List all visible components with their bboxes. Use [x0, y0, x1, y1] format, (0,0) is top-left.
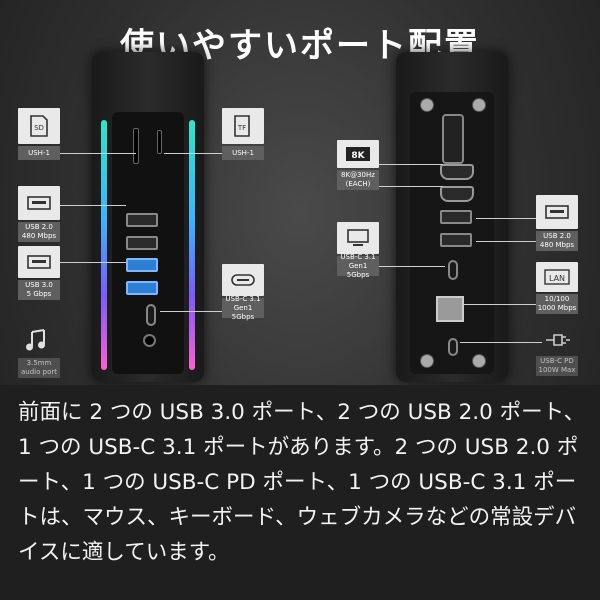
usb20-callout-line [60, 205, 126, 206]
tf-card-icon: TF [234, 115, 250, 137]
page-title: 使いやすいポート配置 [120, 26, 480, 66]
dp-label: USB-C 3.1 Gen1 5Gbps [337, 253, 379, 279]
usbc-callout-line [160, 311, 222, 312]
power-plug-icon [546, 334, 570, 346]
screw [420, 98, 434, 112]
lan-callout-line [464, 304, 536, 305]
usb20-rear-callout-icon-box [536, 195, 578, 229]
front-panel [112, 112, 184, 374]
tf-icon-text: TF [237, 124, 246, 132]
device-front [92, 52, 204, 382]
rgb-led-right [189, 120, 195, 370]
sd-card-icon: SD [30, 115, 48, 137]
monitor-icon [347, 229, 369, 246]
usb30-label: USB 3.0 5 Gbps [18, 280, 60, 300]
lan-label: 10/100 1000 Mbps [536, 294, 578, 314]
caption-text: 前面に 2 つの USB 3.0 ポート、2 つの USB 2.0 ポート、1 … [18, 400, 586, 565]
hdmi-callout-line-1 [379, 164, 443, 165]
hdmi-label: 8K@30Hz (EACH) [337, 170, 379, 190]
screw [420, 354, 434, 368]
usb2-port-1 [126, 213, 158, 227]
usb2-port-2 [126, 236, 158, 250]
usbc-port-front [146, 304, 156, 326]
usb-a-icon [27, 196, 51, 210]
lan-callout-icon-box: LAN [536, 262, 578, 292]
screw [472, 98, 486, 112]
usbc-label: USB-C 3.1 Gen1 5Gbps [222, 295, 264, 321]
sd-icon-text: SD [34, 124, 44, 132]
usb-c-icon [231, 274, 255, 286]
monitor-callout-icon-box [337, 222, 379, 254]
rear-panel [410, 92, 494, 374]
usb20-rear-callout-line [476, 218, 536, 219]
usb20-callout-icon-box [18, 186, 60, 220]
tf-label: USH-1 [222, 146, 264, 160]
lan-icon: LAN [544, 269, 570, 285]
usb30-callout-line [60, 262, 126, 263]
usb2-port-rear-1 [440, 210, 472, 224]
8k-callout-icon-box: 8K [337, 140, 379, 168]
tf-card-slot [157, 130, 162, 154]
usb-a-icon [27, 255, 51, 269]
audio-jack [143, 334, 156, 347]
music-note-icon [26, 329, 45, 351]
sd-label: USH-1 [18, 146, 60, 160]
caption-panel: 前面に 2 つの USB 3.0 ポート、2 つの USB 2.0 ポート、1 … [0, 385, 600, 600]
hdmi-callout-line-2 [379, 186, 443, 187]
tf-callout-line [164, 153, 222, 154]
usb-a-icon [545, 205, 569, 219]
screw [472, 354, 486, 368]
8k-icon: 8K [346, 147, 370, 161]
usb3-port-1 [126, 258, 158, 272]
lan-icon-text: LAN [549, 274, 565, 283]
usb20-rear-label: USB 2.0 480 Mbps [536, 231, 578, 251]
sd-card-slot [133, 128, 139, 164]
8k-icon-text: 8K [351, 151, 365, 161]
usb30-callout-icon-box [18, 246, 60, 278]
sd-callout-line [60, 153, 136, 154]
usb20-label: USB 2.0 480 Mbps [18, 222, 60, 242]
pd-callout-line [460, 342, 542, 343]
sd-callout-icon-box: SD [18, 108, 60, 144]
ethernet-port [436, 296, 464, 322]
audio-label: 3.5mm audio port [18, 358, 60, 378]
usb2-port-rear-2 [440, 233, 472, 247]
pd-label: USB-C PD 100W Max [536, 356, 578, 376]
kensington-slot [442, 114, 464, 164]
usbc-pd-port [448, 338, 458, 356]
rgb-led-left [101, 120, 107, 370]
tf-callout-icon-box: TF [222, 108, 264, 144]
usbc-callout-icon-box [222, 264, 264, 296]
usb20-rear-callout-line-2 [476, 241, 536, 242]
device-rear [396, 52, 508, 382]
hdmi-port-1 [440, 164, 474, 180]
usb3-port-2 [126, 281, 158, 295]
usbc-dp-port [448, 260, 458, 280]
dp-callout-line [379, 266, 445, 267]
hdmi-port-2 [440, 186, 474, 202]
